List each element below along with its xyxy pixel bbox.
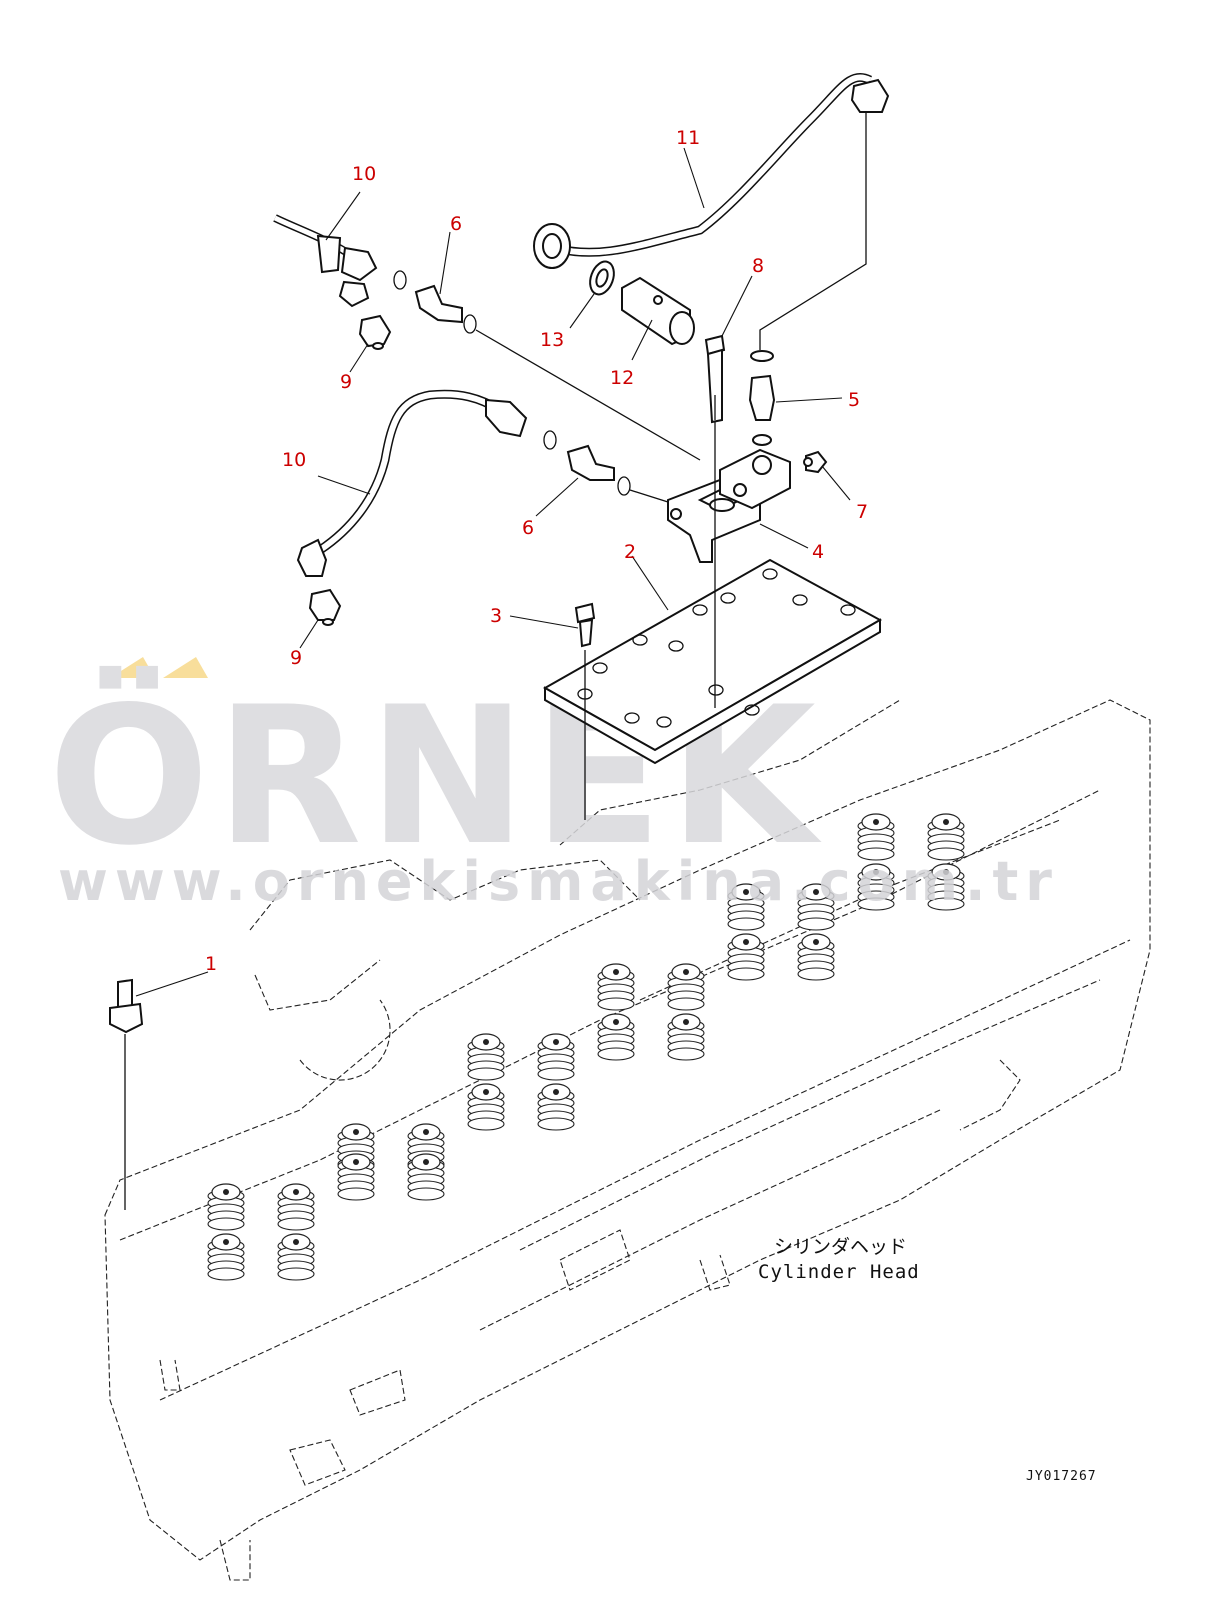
valve-spring bbox=[207, 1183, 245, 1231]
part-bracket-block bbox=[667, 448, 791, 563]
plate-hole bbox=[692, 604, 708, 616]
part-plug-1 bbox=[109, 978, 144, 1034]
callout-13: 13 bbox=[540, 329, 564, 351]
callout-labels: 1 2 3 4 5 6 6 7 8 9 9 10 10 11 12 13 bbox=[205, 127, 868, 975]
part-fitting-9-upper bbox=[358, 314, 392, 350]
plate-hole bbox=[656, 716, 672, 728]
valve-spring bbox=[797, 883, 835, 931]
valve-spring bbox=[277, 1233, 315, 1281]
plate-hole bbox=[632, 634, 648, 646]
part-hollow-bolt bbox=[621, 276, 695, 346]
part-fitting-7 bbox=[803, 450, 828, 474]
part-tube-10-upper bbox=[273, 214, 378, 308]
alignment-lines bbox=[124, 422, 716, 1210]
valve-spring bbox=[857, 813, 895, 861]
callout-5: 5 bbox=[848, 389, 860, 411]
part-fitting-5 bbox=[748, 350, 776, 446]
valve-spring bbox=[727, 883, 765, 931]
valve-spring bbox=[207, 1233, 245, 1281]
valve-spring bbox=[537, 1033, 575, 1081]
callout-6-upper: 6 bbox=[450, 213, 462, 235]
valve-spring bbox=[407, 1153, 445, 1201]
callout-12: 12 bbox=[610, 367, 634, 389]
callout-9-upper: 9 bbox=[340, 371, 352, 393]
valve-spring bbox=[857, 863, 895, 911]
callout-11: 11 bbox=[676, 127, 700, 149]
plate-hole bbox=[624, 712, 640, 724]
component-label: シリンダヘッド Cylinder Head bbox=[758, 1236, 920, 1283]
valve-spring bbox=[667, 1013, 705, 1061]
cylinder-head-drawing bbox=[104, 699, 1151, 1581]
component-label-jp: シリンダヘッド bbox=[774, 1236, 907, 1258]
valve-spring bbox=[597, 1013, 635, 1061]
part-fitting-6-upper bbox=[393, 270, 701, 461]
watermark-accent-mark bbox=[110, 657, 155, 678]
plate-hole bbox=[720, 592, 736, 604]
valve-spring bbox=[597, 963, 635, 1011]
valve-spring bbox=[467, 1033, 505, 1081]
plate-hole bbox=[744, 704, 760, 716]
part-tube-11 bbox=[533, 72, 890, 350]
valve-spring bbox=[667, 963, 705, 1011]
part-fitting-6-lower bbox=[543, 430, 669, 503]
plate-hole bbox=[762, 568, 778, 580]
callout-8: 8 bbox=[752, 255, 764, 277]
valve-spring bbox=[927, 863, 965, 911]
plate-hole bbox=[668, 640, 684, 652]
valve-spring bbox=[537, 1083, 575, 1131]
valve-spring bbox=[337, 1153, 375, 1201]
valve-springs bbox=[207, 813, 965, 1281]
plate-hole bbox=[792, 594, 808, 606]
drawing-code: JY017267 bbox=[1026, 1469, 1097, 1484]
callout-4: 4 bbox=[812, 541, 824, 563]
watermark-url: www.ornekismakina.com.tr bbox=[58, 850, 1059, 913]
watermark-accent-mark bbox=[163, 657, 208, 678]
component-label-en: Cylinder Head bbox=[758, 1261, 920, 1283]
part-tube-10-lower bbox=[296, 389, 528, 577]
callout-1: 1 bbox=[205, 953, 217, 975]
plate-hole bbox=[708, 684, 724, 696]
callout-3: 3 bbox=[490, 605, 502, 627]
valve-spring bbox=[727, 933, 765, 981]
valve-spring bbox=[467, 1083, 505, 1131]
part-fitting-9-lower bbox=[308, 588, 342, 626]
part-bolt-3 bbox=[574, 602, 596, 648]
callout-7: 7 bbox=[856, 501, 868, 523]
plate-hole bbox=[592, 662, 608, 674]
part-long-bolt bbox=[704, 334, 726, 424]
part-washer bbox=[589, 260, 615, 296]
callout-6-lower: 6 bbox=[522, 517, 534, 539]
callout-10-upper: 10 bbox=[352, 163, 376, 185]
valve-spring bbox=[927, 813, 965, 861]
callout-2: 2 bbox=[624, 541, 636, 563]
leader-lines bbox=[135, 147, 851, 997]
valve-spring bbox=[277, 1183, 315, 1231]
plate-hole bbox=[840, 604, 856, 616]
valve-spring bbox=[797, 933, 835, 981]
callout-9-lower: 9 bbox=[290, 647, 302, 669]
callout-10-lower: 10 bbox=[282, 449, 306, 471]
